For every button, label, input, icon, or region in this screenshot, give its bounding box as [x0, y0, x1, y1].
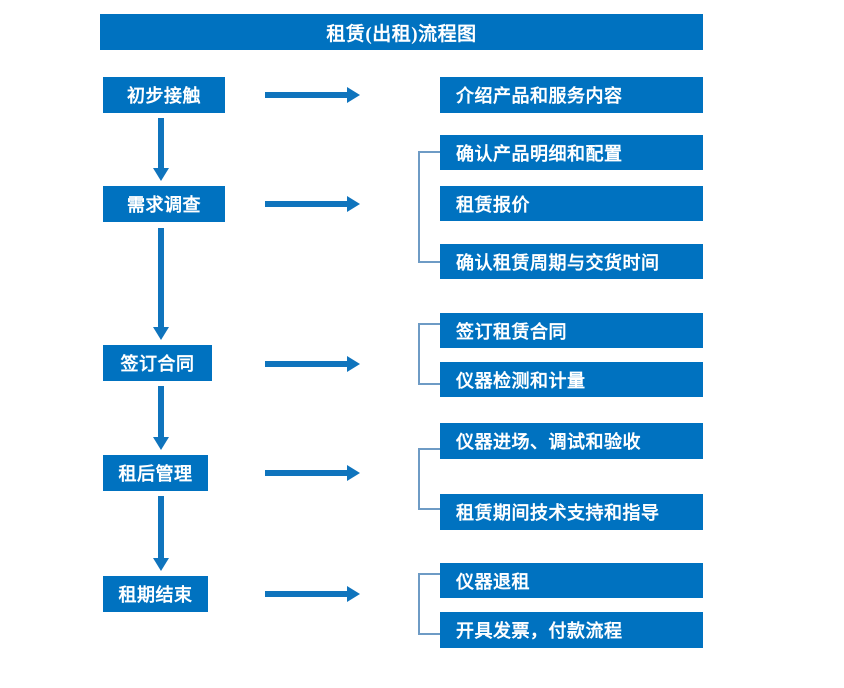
group-bracket-3 — [418, 323, 440, 385]
group-bracket-4 — [418, 448, 440, 510]
diagram-title: 租赁(出租)流程图 — [100, 14, 703, 50]
stage-box-租后管理[interactable]: 租后管理 — [103, 455, 208, 491]
detail-box-仪器进场调试和验收[interactable]: 仪器进场、调试和验收 — [440, 423, 703, 459]
group-bracket-2 — [418, 151, 440, 263]
detail-box-介绍产品和服务内容[interactable]: 介绍产品和服务内容 — [440, 77, 703, 113]
detail-box-开具发票付款流程[interactable]: 开具发票，付款流程 — [440, 612, 703, 648]
stage-box-签订合同[interactable]: 签订合同 — [103, 345, 212, 381]
stage-box-需求调查[interactable]: 需求调查 — [103, 186, 225, 222]
detail-box-租赁报价[interactable]: 租赁报价 — [440, 186, 703, 221]
detail-box-确认租赁周期与交货时间[interactable]: 确认租赁周期与交货时间 — [440, 244, 703, 279]
stage-box-初步接触[interactable]: 初步接触 — [103, 77, 225, 113]
group-bracket-5 — [418, 573, 440, 635]
stage-box-租期结束[interactable]: 租期结束 — [103, 576, 208, 612]
detail-box-租赁期间技术支持和指导[interactable]: 租赁期间技术支持和指导 — [440, 494, 703, 530]
detail-box-签订租赁合同[interactable]: 签订租赁合同 — [440, 313, 703, 348]
detail-box-仪器检测和计量[interactable]: 仪器检测和计量 — [440, 362, 703, 397]
detail-box-仪器退租[interactable]: 仪器退租 — [440, 563, 703, 598]
detail-box-确认产品明细和配置[interactable]: 确认产品明细和配置 — [440, 135, 703, 170]
